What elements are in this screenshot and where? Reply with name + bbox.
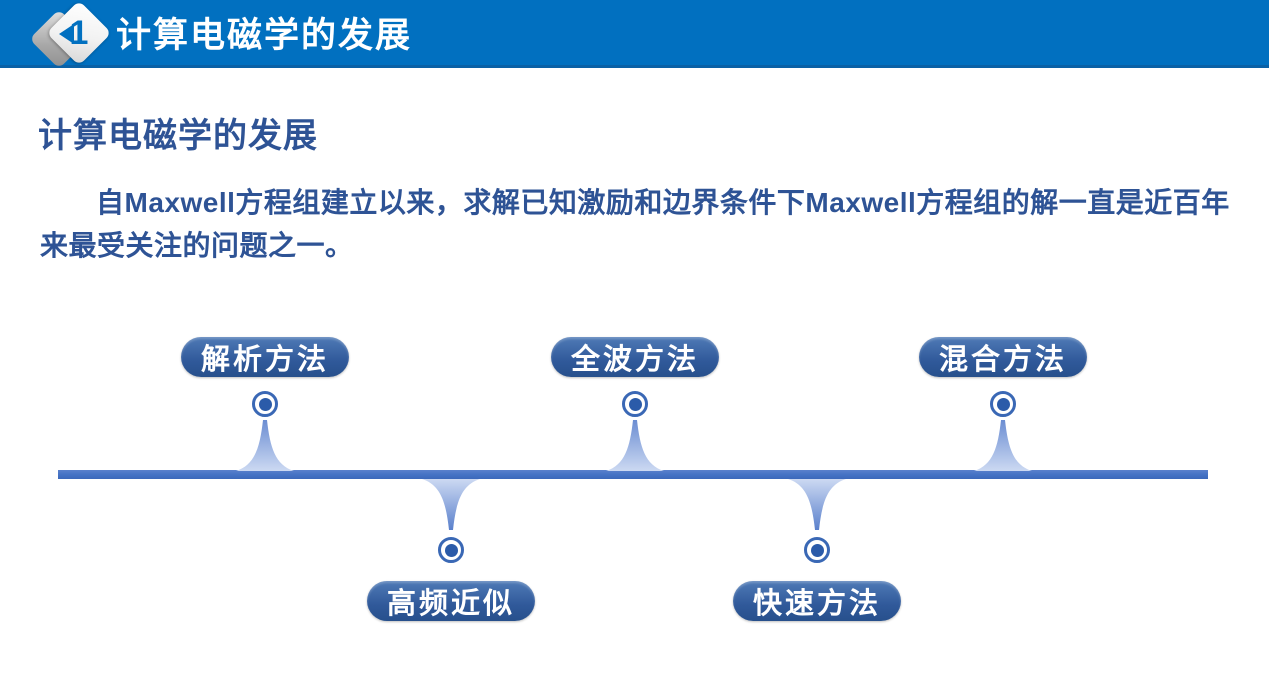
- marker-dot: [996, 397, 1010, 411]
- method-pill-analytical: 解析方法: [181, 337, 349, 377]
- timeline-marker: [252, 391, 278, 417]
- method-pill-fast: 快速方法: [733, 581, 901, 621]
- method-pill-fullwave: 全波方法: [551, 337, 719, 377]
- method-pill-hybrid: 混合方法: [919, 337, 1087, 377]
- pill-label: 高频近似: [386, 588, 515, 620]
- marker-dot: [444, 543, 458, 557]
- pill-label: 快速方法: [752, 588, 881, 620]
- timeline-marker: [622, 391, 648, 417]
- marker-dot: [258, 397, 272, 411]
- badge-left-arrow-icon: [59, 24, 74, 44]
- pill-label: 全波方法: [570, 344, 699, 376]
- pill-label: 解析方法: [200, 344, 329, 376]
- method-pill-highfreq: 高频近似: [367, 581, 535, 621]
- timeline-marker: [438, 537, 464, 563]
- intro-paragraph: 自Maxwell方程组建立以来，求解已知激励和边界条件下Maxwell方程组的解…: [40, 187, 1230, 261]
- timeline-marker: [804, 537, 830, 563]
- spike-connector-up: [606, 420, 664, 471]
- marker-dot: [810, 543, 824, 557]
- marker-dot: [628, 397, 642, 411]
- spike-connector-down: [422, 479, 480, 530]
- header-title: 计算电磁学的发展: [116, 16, 413, 55]
- timeline-bar: [58, 470, 1208, 479]
- section-title: 计算电磁学的发展: [38, 117, 318, 155]
- chapter-badge: 1: [14, 0, 112, 69]
- spike-connector-down: [788, 479, 846, 530]
- spike-connector-up: [974, 420, 1032, 471]
- badge-number: 1: [69, 13, 89, 52]
- header-bar: 1 计算电磁学的发展: [0, 0, 1269, 69]
- pill-label: 混合方法: [938, 344, 1067, 376]
- timeline-marker: [990, 391, 1016, 417]
- spike-connector-up: [236, 420, 294, 471]
